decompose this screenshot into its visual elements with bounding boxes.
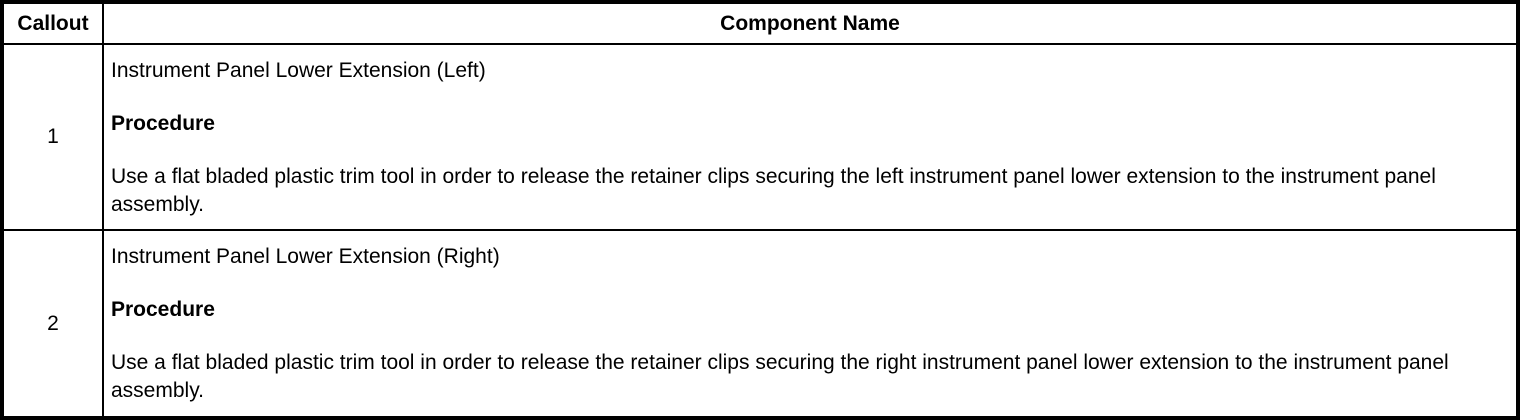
table-row: 2 Instrument Panel Lower Extension (Righ… bbox=[1, 229, 1519, 419]
procedure-text: Use a flat bladed plastic trim tool in o… bbox=[111, 351, 1449, 402]
component-name-column-header: Component Name bbox=[102, 1, 1519, 45]
table-row: 1 Instrument Panel Lower Extension (Left… bbox=[1, 43, 1519, 231]
component-title: Instrument Panel Lower Extension (Left) bbox=[111, 59, 486, 82]
callout-number: 1 bbox=[1, 43, 104, 231]
callout-column-header: Callout bbox=[1, 1, 104, 45]
procedure-label: Procedure bbox=[111, 298, 215, 321]
procedure-text: Use a flat bladed plastic trim tool in o… bbox=[111, 165, 1436, 216]
callout-number: 2 bbox=[1, 229, 104, 419]
procedure-label: Procedure bbox=[111, 112, 215, 135]
component-cell: Instrument Panel Lower Extension (Right)… bbox=[102, 229, 1519, 419]
component-cell: Instrument Panel Lower Extension (Left) … bbox=[102, 43, 1519, 231]
table-header-row: Callout Component Name bbox=[1, 1, 1519, 45]
component-title: Instrument Panel Lower Extension (Right) bbox=[111, 245, 500, 268]
